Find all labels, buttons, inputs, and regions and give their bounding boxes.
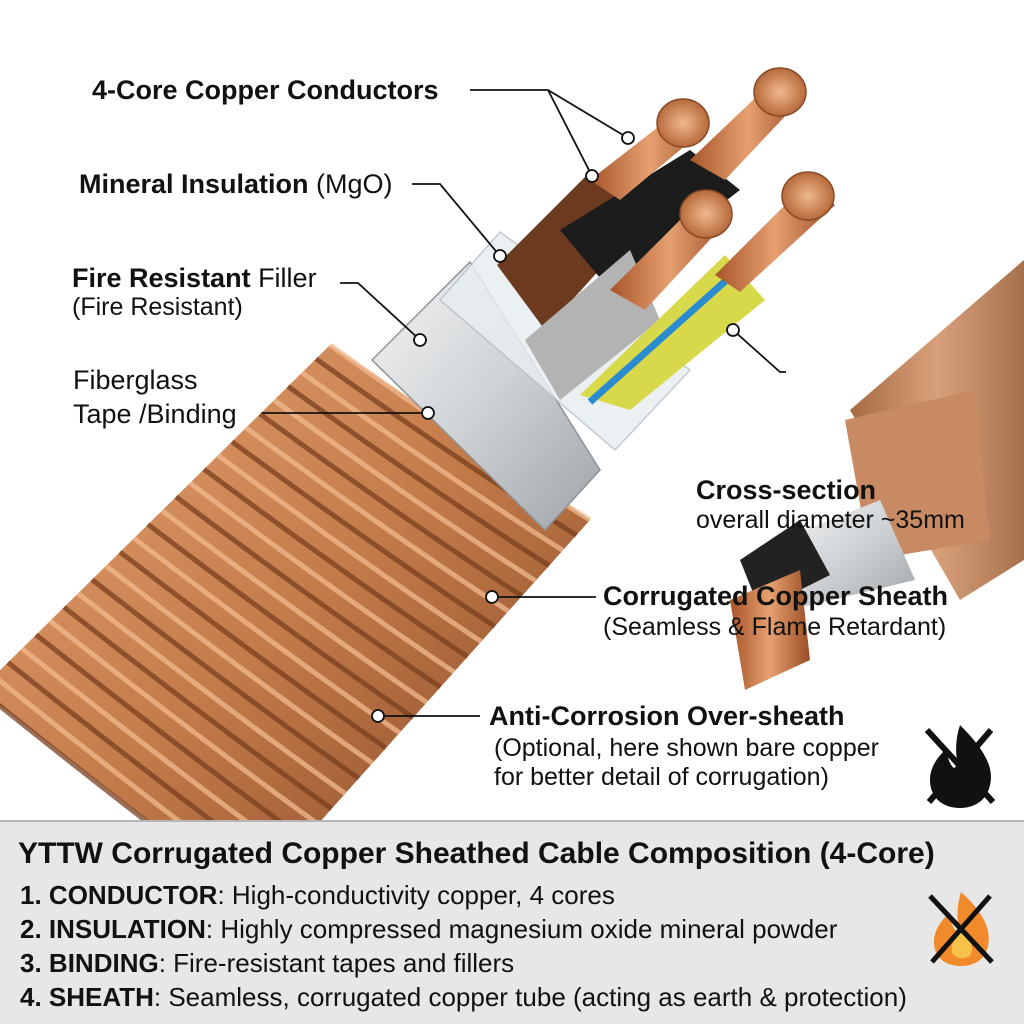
corrugation-rib (188, 480, 456, 675)
corrugation-rib (104, 563, 374, 766)
main-cable (0, 67, 835, 903)
corrugation-rib (272, 398, 537, 583)
no-fire-color-icon (928, 892, 994, 966)
corrugation-rib (174, 494, 442, 690)
panel-item-conductor: 1. CONDUCTOR: High-conductivity copper, … (20, 880, 615, 910)
label-conductors: 4-Core Copper Conductors (92, 75, 439, 105)
label-sheath-sub: (Seamless & Flame Retardant) (603, 613, 947, 641)
panel-title: YTTW Corrugated Copper Sheathed Cable Co… (18, 837, 935, 870)
secondary-cable (730, 260, 1024, 690)
label-sheath: Corrugated Copper Sheath (603, 581, 949, 611)
corrugation-rib (160, 508, 429, 705)
corrugation-rib (300, 370, 565, 553)
corrugation-ribs (0, 342, 592, 903)
composition-panel (0, 820, 1024, 1024)
fiberglass-tape (370, 260, 601, 532)
callout-dots (371, 131, 740, 723)
label-fiberglass-1: Fiberglass (73, 365, 198, 395)
label-mineral-insulation: Mineral Insulation (MgO) (79, 169, 393, 199)
label-fiberglass-2: Tape /Binding (73, 399, 237, 429)
corrugation-rib (146, 522, 415, 720)
corrugation-rib (132, 536, 402, 735)
corrugation-rib (62, 605, 334, 811)
panel-item-sheath: 4. SHEATH: Seamless, corrugated copper t… (20, 982, 907, 1012)
corrugation-rib (244, 425, 510, 614)
no-fire-icon (924, 725, 996, 808)
panel-item-insulation: 2. INSULATION: Highly compressed magnesi… (20, 914, 838, 944)
corrugation-rib (90, 577, 361, 781)
leader-lines (262, 89, 786, 717)
corrugation-rib (34, 632, 306, 842)
corrugation-rib (202, 467, 469, 659)
corrugation-rib (216, 453, 483, 644)
corrugation-rib (258, 411, 524, 599)
corrugation-rib (230, 439, 497, 629)
corrugation-rib (118, 550, 388, 751)
copper-sheath-body (0, 345, 590, 900)
label-cross-section: Cross-section (696, 475, 877, 505)
label-over-sheath: Anti-Corrosion Over-sheath (489, 701, 845, 731)
corrugation-rib (76, 591, 347, 796)
panel-item-binding: 3. BINDING: Fire-resistant tapes and fil… (20, 948, 515, 978)
label-filler-sub: (Fire Resistant) (72, 293, 243, 321)
label-over-sheath-sub2: for better detail of corrugation) (494, 763, 829, 791)
core-black (560, 150, 740, 290)
label-filler: Fire Resistant Filler (72, 263, 317, 293)
label-over-sheath-sub1: (Optional, here shown bare copper (494, 734, 879, 762)
label-cross-section-sub: overall diameter ~35mm (696, 506, 965, 534)
corrugation-rib (48, 619, 320, 827)
